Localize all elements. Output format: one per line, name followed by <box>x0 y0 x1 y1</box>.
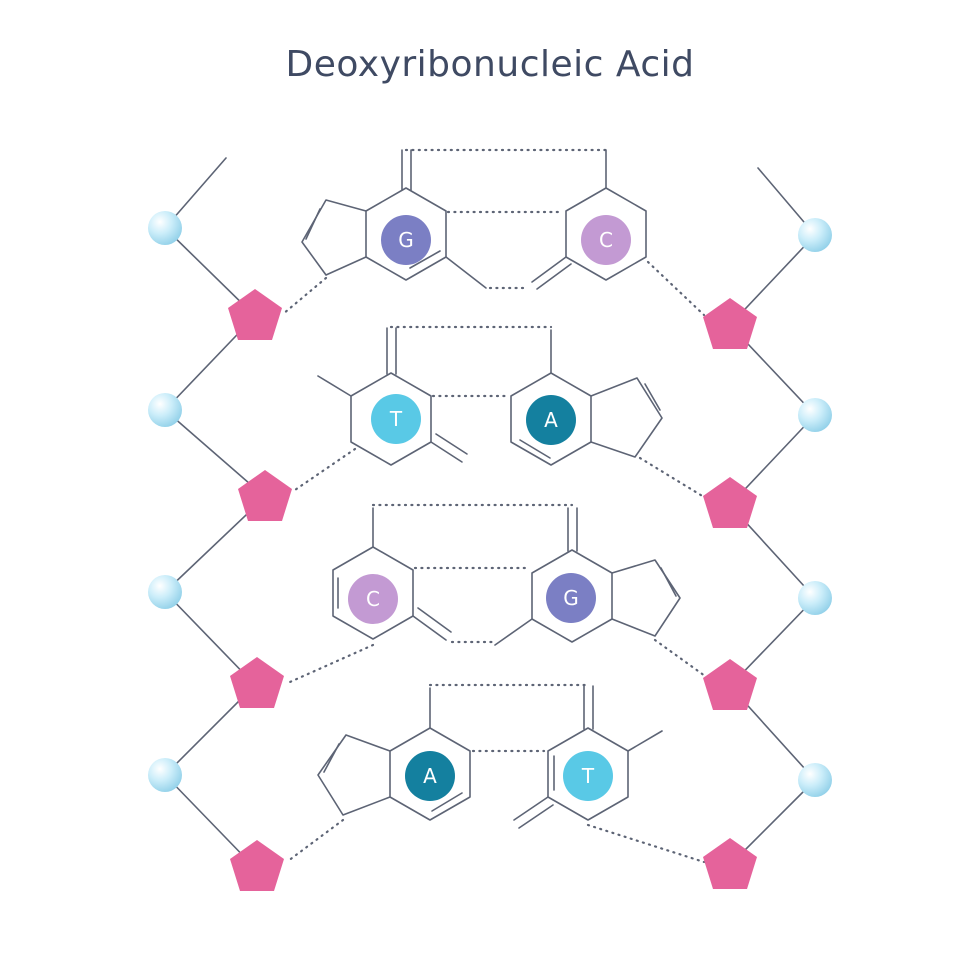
sugar-groups <box>228 289 757 891</box>
nucleobase-c <box>348 574 398 624</box>
phosphate-ball <box>148 211 182 245</box>
base-pair-1: G C <box>281 148 706 317</box>
nucleobase-a <box>526 395 576 445</box>
phosphate-ball <box>798 763 832 797</box>
nucleobase-label: C <box>599 228 613 252</box>
nucleobase-label: C <box>366 587 380 611</box>
phosphate-groups <box>148 211 832 797</box>
nucleobase-c <box>581 215 631 265</box>
nucleobase-t <box>563 751 613 801</box>
nucleobase-label: G <box>563 586 579 610</box>
nucleobase-label: A <box>544 408 558 432</box>
sugar-pentagon <box>703 659 757 710</box>
nucleobase-label: G <box>398 228 414 252</box>
base-pair-3: C G <box>288 503 707 684</box>
sugar-pentagon <box>230 657 284 708</box>
nucleobase-label: T <box>581 764 595 788</box>
phosphate-ball <box>798 398 832 432</box>
base-pair-2: T A <box>290 325 706 499</box>
phosphate-ball <box>148 393 182 427</box>
sugar-pentagon <box>703 298 757 349</box>
phosphate-ball <box>148 758 182 792</box>
sugar-pentagon <box>703 477 757 528</box>
pyrimidine-ring-c <box>332 507 452 641</box>
nucleobase-label: A <box>423 764 437 788</box>
nucleobase-a <box>405 751 455 801</box>
sugar-pentagon <box>230 840 284 891</box>
phosphate-ball <box>148 575 182 609</box>
phosphate-ball <box>798 581 832 615</box>
purine-ring-g <box>494 507 681 646</box>
purine-ring-g <box>301 149 487 289</box>
phosphate-ball <box>798 218 832 252</box>
nucleobase-t <box>371 394 421 444</box>
pyrimidine-ring-t <box>513 685 663 829</box>
purine-ring-a <box>510 329 663 466</box>
nucleobase-g <box>546 573 596 623</box>
nucleobase-g <box>381 215 431 265</box>
diagram-title: Deoxyribonucleic Acid <box>285 44 695 85</box>
base-pair-4: A T <box>286 683 706 864</box>
pyrimidine-ring-c <box>531 149 647 290</box>
sugar-pentagon <box>703 838 757 889</box>
sugar-pentagon <box>238 470 292 521</box>
nucleobase-label: T <box>389 407 403 431</box>
purine-ring-a <box>317 687 471 821</box>
pyrimidine-ring-t <box>317 327 468 466</box>
sugar-pentagon <box>228 289 282 340</box>
